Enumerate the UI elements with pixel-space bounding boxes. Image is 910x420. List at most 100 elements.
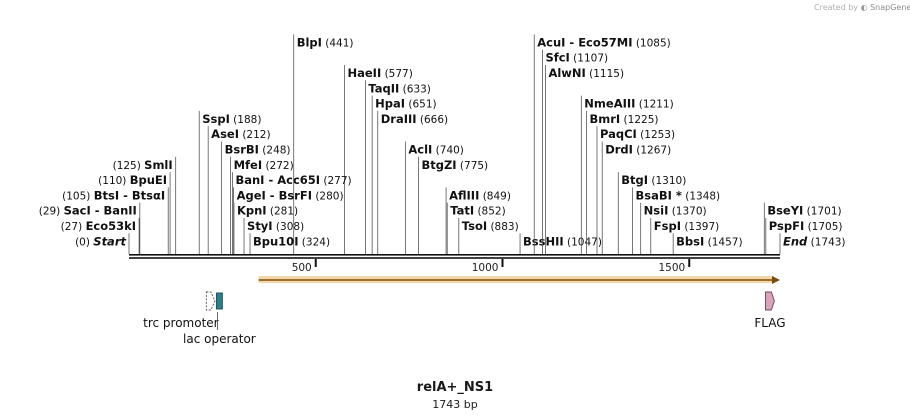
- enzyme-site[interactable]: NmeAIII (1211): [580, 95, 674, 254]
- enzyme-site[interactable]: KpnI (281): [233, 202, 299, 254]
- enzyme-site[interactable]: BsrBI (248): [221, 141, 291, 255]
- enzyme-site[interactable]: DraIII (666): [377, 110, 448, 254]
- enzyme-name: PaqCI: [600, 127, 637, 141]
- enzyme-label: Bpu10I (324): [253, 234, 330, 248]
- enzyme-label: AcuI - Eco57MI (1085): [537, 35, 671, 49]
- enzyme-position: (633): [399, 83, 431, 95]
- enzyme-label: BtgI (1310): [621, 173, 686, 187]
- enzyme-name: BlpI: [297, 35, 322, 49]
- enzyme-site[interactable]: (27) Eco53kI: [61, 218, 140, 254]
- enzyme-site[interactable]: (105) BtsI - BtsαI: [62, 187, 169, 254]
- enzyme-site[interactable]: PaqCI (1253): [596, 126, 675, 254]
- enzyme-position: (1397): [681, 221, 719, 233]
- enzyme-label: DraIII (666): [381, 112, 448, 126]
- enzyme-site[interactable]: (0) Start: [75, 233, 130, 254]
- enzyme-site[interactable]: BtgI (1310): [617, 172, 686, 254]
- enzyme-site[interactable]: AseI (212): [207, 126, 271, 254]
- enzyme-label: SfcI (1107): [545, 51, 608, 65]
- enzyme-site[interactable]: (110) BpuEI: [98, 172, 171, 254]
- enzyme-position: (27): [61, 221, 86, 233]
- enzyme-site[interactable]: TatI (852): [446, 202, 506, 254]
- enzyme-position: (852): [474, 206, 506, 218]
- enzyme-site[interactable]: TaqII (633): [365, 80, 431, 254]
- enzyme-site[interactable]: SspI (188): [198, 110, 262, 254]
- feature[interactable]: lac operator: [183, 292, 256, 346]
- enzyme-position: (281): [267, 206, 299, 218]
- enzyme-label: TaqII (633): [368, 81, 431, 95]
- feature[interactable]: trc promoter: [143, 291, 219, 330]
- enzyme-site[interactable]: TsoI (883): [458, 218, 519, 254]
- enzyme-site[interactable]: AclI (740): [404, 141, 464, 255]
- enzyme-label: BbsI (1457): [676, 234, 742, 248]
- enzyme-label: BsrBI (248): [225, 143, 291, 157]
- enzyme-site[interactable]: End (1743): [779, 233, 846, 254]
- enzyme-site[interactable]: BlpI (441): [293, 34, 354, 254]
- enzyme-label: HpaI (651): [375, 97, 436, 111]
- feature[interactable]: FLAG: [754, 291, 786, 330]
- enzyme-label: TatI (852): [450, 204, 505, 218]
- enzyme-site[interactable]: BsaBI * (1348): [632, 187, 720, 254]
- enzyme-name: BsrBI: [225, 143, 259, 157]
- enzyme-site[interactable]: BanI - Acc65I (277): [232, 172, 352, 254]
- enzyme-site[interactable]: StyI (308): [243, 218, 304, 254]
- enzyme-name: BssHII: [523, 234, 564, 248]
- enzyme-position: (1310): [648, 175, 686, 187]
- enzyme-position: (125): [113, 160, 145, 172]
- enzyme-site[interactable]: PspFI (1705): [765, 218, 843, 254]
- enzyme-site[interactable]: NsiI (1370): [640, 202, 707, 254]
- enzyme-position: (740): [432, 145, 464, 157]
- enzyme-site[interactable]: DrdI (1267): [601, 141, 671, 255]
- enzyme-name: NmeAIII: [584, 97, 635, 111]
- enzyme-label: BanI - Acc65I (277): [235, 173, 351, 187]
- enzyme-name: Eco53kI: [86, 219, 137, 233]
- enzyme-site[interactable]: BmrI (1225): [586, 110, 659, 254]
- enzyme-label: HaeII (577): [348, 66, 413, 80]
- enzyme-site[interactable]: (29) SacI - BanII: [39, 202, 141, 254]
- enzyme-label: MfeI (272): [234, 158, 294, 172]
- restriction-sites: BlpI (441)HaeII (577)TaqII (633) HpaI (65…: [39, 34, 846, 254]
- enzyme-site[interactable]: (125) SmlI: [113, 156, 177, 254]
- enzyme-site[interactable]: BbsI (1457): [672, 233, 743, 254]
- enzyme-name: Start: [93, 234, 126, 248]
- enzyme-label: (125) SmlI: [113, 158, 173, 172]
- enzyme-position: (188): [230, 114, 262, 126]
- enzyme-position: (651): [405, 99, 437, 111]
- enzyme-site[interactable]: BseYI (1701): [763, 202, 842, 254]
- enzyme-label: TsoI (883): [462, 219, 519, 233]
- enzyme-name: SfcI: [545, 51, 569, 65]
- enzyme-site[interactable]: BssHII (1047): [519, 233, 602, 254]
- enzyme-label: NsiI (1370): [644, 204, 707, 218]
- credit-prefix: Created by: [814, 3, 859, 12]
- snapgene-logo-icon: ◐: [860, 3, 868, 12]
- enzyme-site[interactable]: HpaI (651): [371, 95, 437, 254]
- enzyme-position: (1370): [668, 206, 706, 218]
- enzyme-site[interactable]: AflIII (849): [445, 187, 511, 254]
- map-title: relA+_NS1: [416, 380, 494, 395]
- enzyme-position: (666): [417, 114, 449, 126]
- enzyme-site[interactable]: AlwNI (1115): [545, 65, 624, 254]
- enzyme-position: (1211): [635, 99, 673, 111]
- enzyme-label: (110) BpuEI: [98, 173, 167, 187]
- enzyme-position: (775): [457, 160, 489, 172]
- feature-label: trc promoter: [143, 316, 219, 330]
- enzyme-name: BmrI: [590, 112, 621, 126]
- enzyme-site[interactable]: MfeI (272): [230, 156, 294, 254]
- enzyme-site[interactable]: BtgZI (775): [418, 156, 489, 254]
- enzyme-position: (1225): [620, 114, 658, 126]
- enzyme-name: BtsI - BtsαI: [94, 188, 165, 202]
- enzyme-name: NsiI: [644, 204, 669, 218]
- snapgene-credit[interactable]: Created by ◐ SnapGene: [814, 3, 910, 12]
- backbone-top-strand: [129, 254, 780, 256]
- enzyme-name: AcuI - Eco57MI: [537, 35, 632, 49]
- enzyme-position: (248): [259, 145, 291, 157]
- enzyme-site[interactable]: AcuI - Eco57MI (1085): [533, 34, 671, 254]
- enzyme-site[interactable]: SfcI (1107): [542, 49, 608, 254]
- enzyme-name: BsaBI *: [635, 188, 681, 202]
- enzyme-name: TatI: [450, 204, 474, 218]
- enzyme-site[interactable]: Bpu10I (324): [249, 233, 330, 254]
- enzyme-site[interactable]: HaeII (577): [344, 65, 413, 254]
- enzyme-site[interactable]: FspI (1397): [650, 218, 719, 254]
- enzyme-name: HaeII: [348, 66, 382, 80]
